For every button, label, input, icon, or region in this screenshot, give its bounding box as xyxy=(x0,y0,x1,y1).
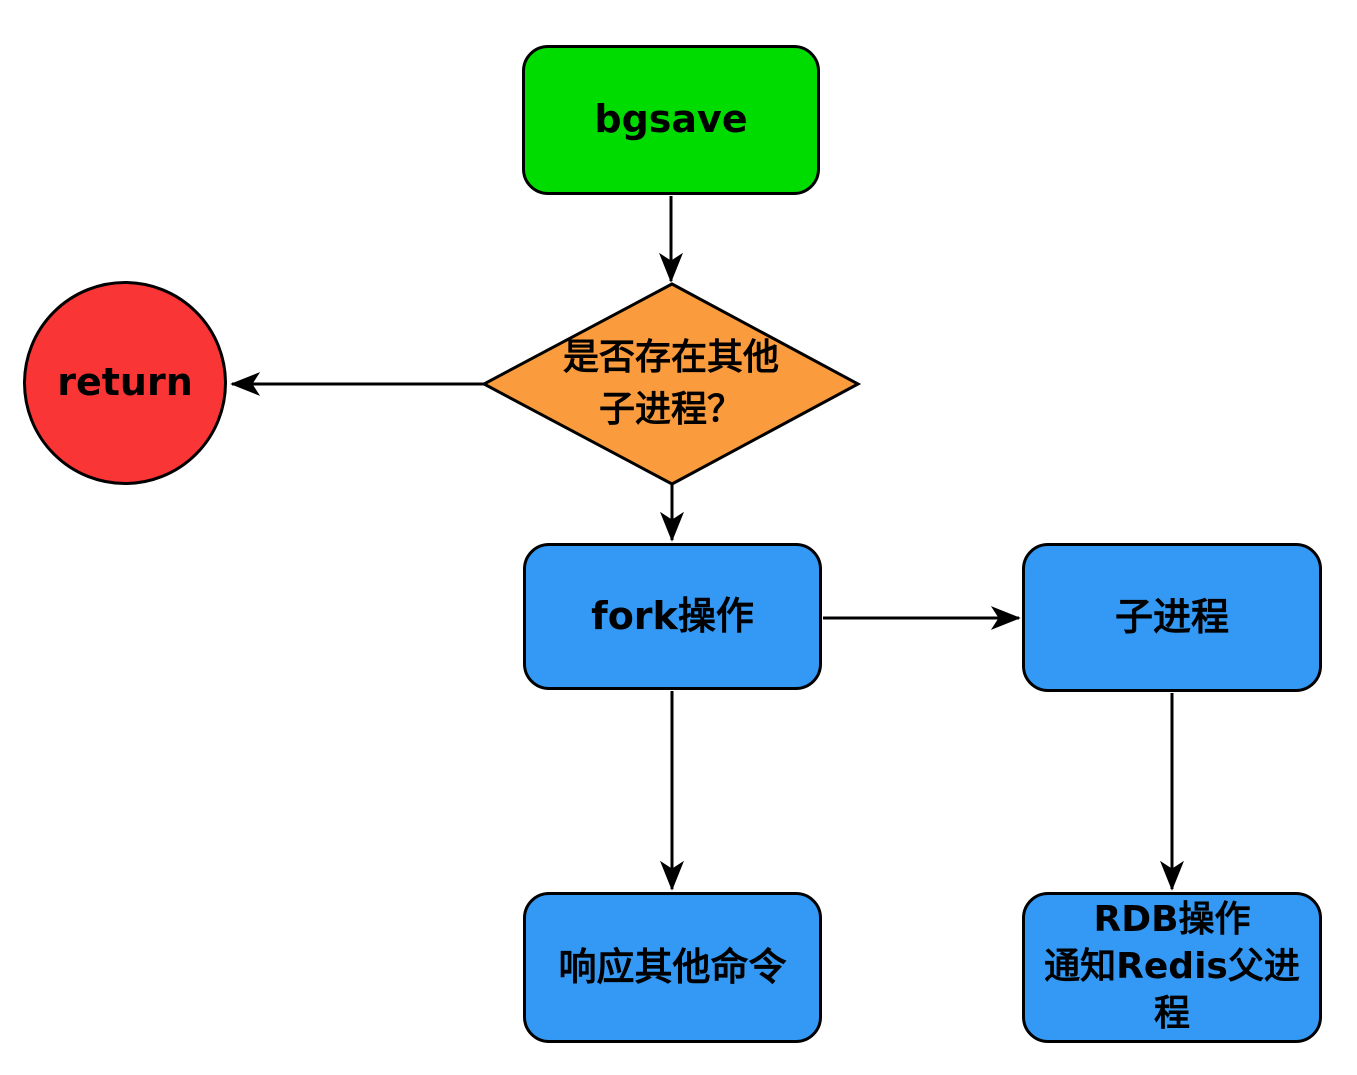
node-fork-label: fork操作 xyxy=(591,593,754,638)
node-bgsave: bgsave xyxy=(522,45,820,195)
node-rdb-label-line2: 通知Redis父进程 xyxy=(1044,946,1300,1034)
node-child-label: 子进程 xyxy=(1114,594,1229,639)
node-child-process: 子进程 xyxy=(1022,543,1322,692)
node-bgsave-label: bgsave xyxy=(594,97,748,142)
node-return-label: return xyxy=(57,360,193,405)
node-rdb-operation: RDB操作 通知Redis父进程 xyxy=(1022,892,1322,1043)
node-return: return xyxy=(23,281,227,485)
node-rdb-label-line1: RDB操作 xyxy=(1093,899,1251,941)
node-fork-operation: fork操作 xyxy=(523,543,822,690)
decision-diamond-shape xyxy=(480,282,862,486)
node-respond-other-commands: 响应其他命令 xyxy=(523,892,822,1043)
node-respond-label: 响应其他命令 xyxy=(558,944,787,989)
